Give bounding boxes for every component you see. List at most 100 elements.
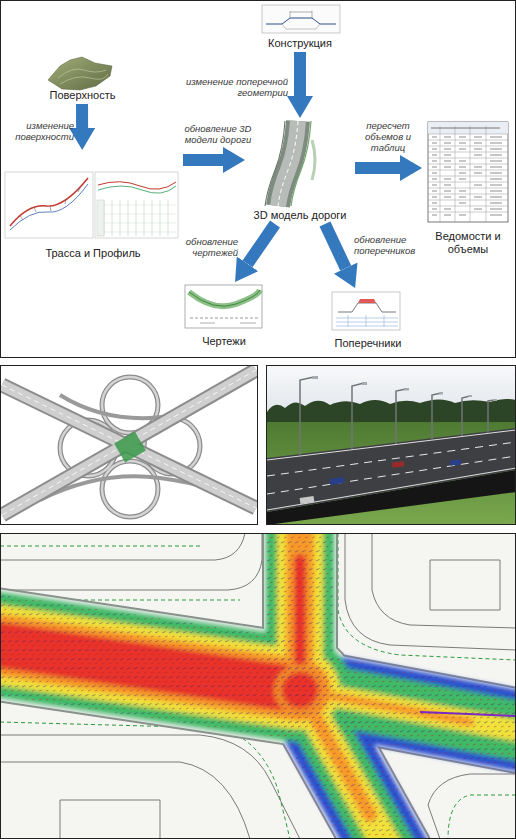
road-render xyxy=(352,383,364,449)
workflow-step: Ведомости и объемы xyxy=(422,118,514,258)
terrain-surface xyxy=(48,57,112,90)
road-render xyxy=(267,422,515,524)
heat-layer xyxy=(300,690,515,838)
heat-layer xyxy=(1,642,300,690)
quantity-table xyxy=(431,128,500,129)
cloverleaf-interchange xyxy=(2,370,256,515)
drawing-sheet xyxy=(189,290,260,306)
profile-view xyxy=(98,186,176,193)
heat-layer xyxy=(1,534,515,838)
cloverleaf-interchange xyxy=(2,370,256,515)
building-outline xyxy=(430,560,500,610)
drawing-sheet xyxy=(185,285,262,328)
quantity-table xyxy=(428,122,508,222)
road-surface xyxy=(1,642,300,690)
heat-layer xyxy=(1,642,300,690)
green-dashed-line xyxy=(1,546,200,547)
road-model xyxy=(278,121,298,206)
heat-layer xyxy=(1,642,300,690)
road-surface xyxy=(1,534,515,838)
road-render xyxy=(404,388,409,391)
profile-view xyxy=(97,200,104,236)
drawing-sheet xyxy=(185,285,262,328)
road-render xyxy=(300,496,315,504)
road-model xyxy=(265,121,315,206)
cross-section-template xyxy=(266,18,336,24)
traffic-heatmap xyxy=(1,534,515,838)
road-render xyxy=(312,376,497,401)
flow-arrow xyxy=(76,104,88,128)
building-outline xyxy=(1,762,250,838)
road-render xyxy=(267,428,515,512)
road-render xyxy=(330,477,345,485)
quantity-table xyxy=(440,126,486,222)
road-surface xyxy=(1,534,515,838)
workflow-step: Чертежи xyxy=(178,282,270,350)
road-render xyxy=(432,393,441,439)
road-render xyxy=(488,400,495,433)
road-model xyxy=(265,121,285,206)
cloverleaf-interchange xyxy=(60,377,200,517)
step-label: Поперечники xyxy=(324,337,412,350)
alignment-plan xyxy=(5,172,93,238)
workflow-step: Поверхность xyxy=(35,54,130,104)
flow-direction-marks xyxy=(300,690,392,838)
road-render xyxy=(300,459,462,504)
building-outline xyxy=(345,534,515,650)
cross-section-template xyxy=(282,24,320,29)
road-surface xyxy=(1,642,300,690)
cross-section-template xyxy=(290,11,312,18)
step-label: Поверхность xyxy=(37,89,128,102)
cloverleaf-interchange xyxy=(2,370,256,515)
road-render xyxy=(392,461,405,468)
cloverleaf-interchange xyxy=(2,370,256,515)
cross-section-sheet xyxy=(332,292,400,330)
workflow-step: Поперечники xyxy=(322,288,414,352)
purple-line xyxy=(420,712,515,716)
building-outline xyxy=(1,735,300,838)
step-label: Чертежи xyxy=(180,335,268,348)
flow-arrow xyxy=(294,52,306,96)
cloverleaf-interchange xyxy=(2,370,256,515)
building-outline xyxy=(1,534,262,590)
terrain-surface xyxy=(60,74,108,84)
road-render xyxy=(267,399,515,426)
road-render xyxy=(300,377,314,455)
cross-section-template xyxy=(262,5,340,33)
profile-view xyxy=(95,172,178,238)
flow-arrow xyxy=(248,224,276,264)
cloverleaf-interchange xyxy=(114,431,146,462)
illustrations xyxy=(5,5,508,330)
arrow-label: изменение поперечной геометрии xyxy=(184,76,288,98)
alignment-plan xyxy=(5,172,93,238)
cloverleaf-interchange xyxy=(102,461,158,517)
road-surface xyxy=(1,534,515,838)
step-label: Трасса и Профиль xyxy=(5,247,181,260)
building-outline xyxy=(372,534,515,628)
building-outline xyxy=(60,800,160,838)
road-model xyxy=(278,121,298,206)
alignment-plan xyxy=(20,188,80,220)
heat-layer xyxy=(1,534,515,838)
flow-arrow xyxy=(325,224,346,268)
road-render xyxy=(468,395,472,397)
road-render xyxy=(267,430,515,510)
cross-section-sheet xyxy=(336,318,398,326)
flow-arrow xyxy=(355,162,400,174)
cross-section-sheet xyxy=(332,292,400,330)
road-render xyxy=(312,376,318,379)
cloverleaf-interchange xyxy=(60,377,200,517)
road-model xyxy=(278,121,298,206)
terrain-surface xyxy=(48,57,112,90)
quantity-table xyxy=(428,122,508,222)
cross-section-sheet xyxy=(358,299,376,303)
flow-arrow xyxy=(183,154,223,166)
road-render xyxy=(362,382,367,385)
alignment-plan xyxy=(10,178,88,226)
road-render xyxy=(493,399,497,401)
road-render xyxy=(462,396,470,436)
panel-frame xyxy=(267,366,516,525)
profile-view xyxy=(98,205,176,232)
step-label: Конструкция xyxy=(252,37,348,50)
flow-direction-marks xyxy=(1,534,515,838)
